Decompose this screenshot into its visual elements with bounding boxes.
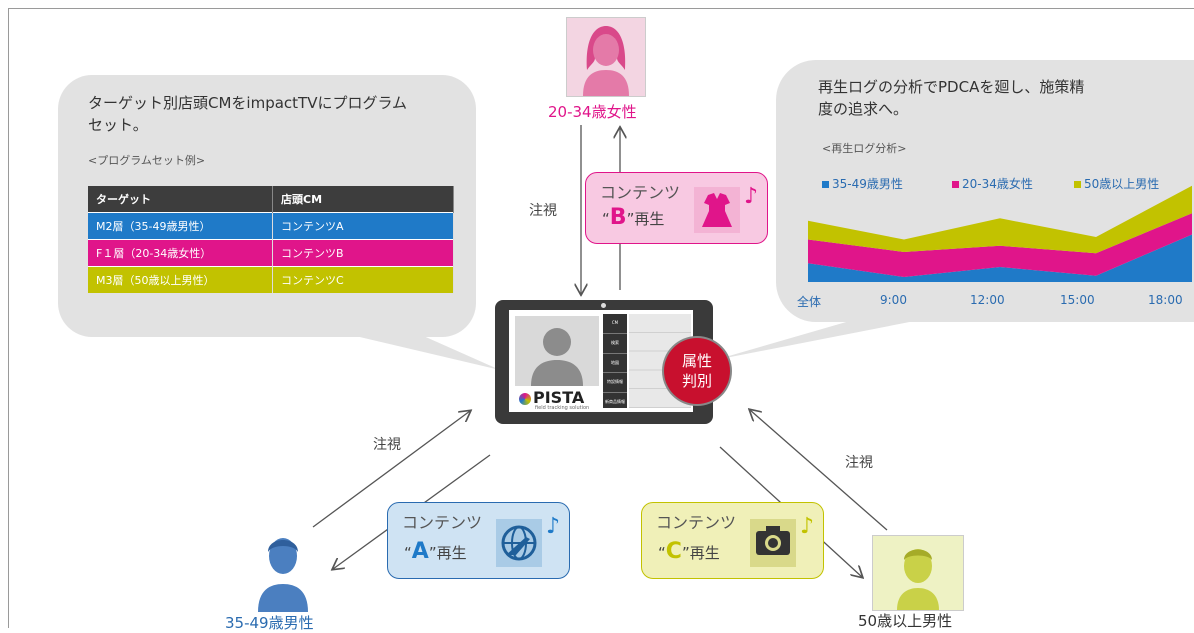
x-tick-label: 15:00 — [1060, 293, 1095, 307]
brand-name: PISTA — [533, 388, 585, 407]
badge-line-2: 判別 — [681, 372, 712, 390]
legend-label: 20-34歳女性 — [962, 177, 1033, 191]
program-set-text-2: セット。 — [88, 116, 148, 134]
area-series-2 — [808, 185, 1192, 254]
gaze-label-left: 注視 — [373, 437, 401, 453]
male-senior-label: 50歳以上男性 — [858, 612, 953, 630]
male-senior-avatar — [872, 535, 964, 611]
content-c-play: “C”再生 — [658, 539, 720, 564]
gaze-label-top: 注視 — [529, 203, 557, 219]
male-person-icon — [258, 538, 308, 612]
area-series-1 — [808, 213, 1192, 277]
content-a-box: コンテンツ “A”再生 ♪ — [387, 502, 570, 579]
content-a-letter: A — [411, 539, 429, 564]
legend-swatch — [822, 181, 829, 188]
content-c-quote-close: ” — [681, 544, 690, 562]
legend-item-0: 35-49歳男性 — [822, 175, 903, 192]
menu-item[interactable]: 地図 — [603, 354, 627, 374]
legend-item-1: 20-34歳女性 — [952, 175, 1033, 192]
content-a-play: “A”再生 — [404, 539, 467, 564]
content-c-quote-open: “ — [658, 544, 666, 562]
brand-logo-mark — [519, 392, 531, 405]
female-avatar — [566, 17, 646, 97]
row-cm: コンテンツB — [272, 239, 454, 267]
menu-item[interactable]: 特設情報 — [603, 373, 627, 394]
legend-swatch — [1074, 181, 1081, 188]
globe-plane-icon: ♪ — [496, 514, 560, 567]
table-row: M3層（50歳以上男性） コンテンツC — [88, 266, 454, 293]
frame-top-line — [8, 8, 1194, 9]
legend-swatch — [952, 181, 959, 188]
row-cm: コンテンツC — [272, 266, 454, 293]
header-cm: 店頭CM — [272, 186, 454, 213]
camera-icon: ♪ — [750, 514, 814, 567]
content-b-letter: B — [609, 205, 627, 230]
x-tick-label: 全体 — [797, 295, 822, 309]
brand-logo: PISTA — [519, 388, 584, 407]
program-table-header: ターゲット 店頭CM — [88, 186, 454, 213]
legend-label: 35-49歳男性 — [832, 177, 903, 191]
x-tick-label: 12:00 — [970, 293, 1005, 307]
brand-sub: field tracking solution — [535, 405, 590, 411]
svg-text:♪: ♪ — [744, 184, 758, 209]
content-a-suffix: 再生 — [436, 544, 467, 562]
row-target: M3層（50歳以上男性） — [88, 266, 273, 293]
area-series-0 — [808, 234, 1192, 282]
svg-text:♪: ♪ — [546, 514, 560, 539]
user-silhouette-icon — [531, 328, 583, 386]
content-c-box: コンテンツ “C”再生 ♪ — [641, 502, 824, 579]
menu-item[interactable]: CM — [603, 314, 627, 334]
log-analysis-caption: <再生ログ分析> — [822, 142, 907, 155]
content-c-title: コンテンツ — [656, 513, 737, 532]
legend-label: 50歳以上男性 — [1084, 177, 1160, 191]
male-mid-label: 35-49歳男性 — [225, 614, 314, 632]
table-row: F１層（20-34歳女性） コンテンツB — [88, 239, 454, 267]
program-table: ターゲット 店頭CM M2層（35-49歳男性） コンテンツA F１層（20-3… — [88, 186, 454, 293]
content-b-quote-close: ” — [626, 210, 635, 228]
dress-icon: ♪ — [694, 184, 758, 233]
content-a-title: コンテンツ — [402, 513, 483, 532]
program-set-text-1: ターゲット別店頭CMをimpactTVにプログラム — [88, 94, 408, 112]
menu-item[interactable]: 検索 — [603, 334, 627, 354]
content-b-box: コンテンツ “B”再生 ♪ — [585, 172, 768, 244]
x-tick-label: 18:00 — [1148, 293, 1183, 307]
row-cm: コンテンツA — [272, 212, 454, 240]
female-person-icon — [583, 26, 629, 96]
male-mid-avatar — [252, 530, 314, 612]
row-target: M2層（35-49歳男性） — [88, 212, 273, 240]
female-label: 20-34歳女性 — [548, 103, 637, 121]
content-b-quote-open: “ — [602, 210, 610, 228]
content-b-title: コンテンツ — [600, 183, 681, 202]
x-tick-label: 9:00 — [880, 293, 907, 307]
badge-line-1: 属性 — [681, 352, 712, 370]
content-b-play: “B”再生 — [602, 205, 664, 230]
log-analysis-text-2: 度の追求へ。 — [818, 100, 909, 118]
camera-preview — [515, 316, 599, 386]
legend-item-2: 50歳以上男性 — [1074, 175, 1159, 192]
table-row: M2層（35-49歳男性） コンテンツA — [88, 212, 454, 240]
content-a-quote-close: ” — [428, 544, 437, 562]
senior-person-icon — [897, 549, 939, 610]
header-target: ターゲット — [88, 186, 273, 213]
frame-left-line — [8, 8, 9, 628]
side-menu: CM 検索 地図 特設情報 新商品情報 — [603, 314, 627, 408]
program-set-caption: <プログラムセット例> — [88, 154, 206, 167]
content-c-suffix: 再生 — [689, 544, 720, 562]
gaze-label-right: 注視 — [845, 455, 873, 471]
menu-item[interactable]: 新商品情報 — [605, 399, 625, 405]
content-a-quote-open: “ — [404, 544, 412, 562]
attribute-detection-badge: 属性 判別 — [664, 338, 730, 404]
content-c-letter: C — [665, 539, 682, 564]
svg-text:♪: ♪ — [800, 514, 814, 539]
row-target: F１層（20-34歳女性） — [88, 239, 273, 267]
camera-dot — [601, 303, 606, 308]
content-b-suffix: 再生 — [634, 210, 665, 228]
log-analysis-text-1: 再生ログの分析でPDCAを廻し、施策精 — [818, 78, 1085, 96]
